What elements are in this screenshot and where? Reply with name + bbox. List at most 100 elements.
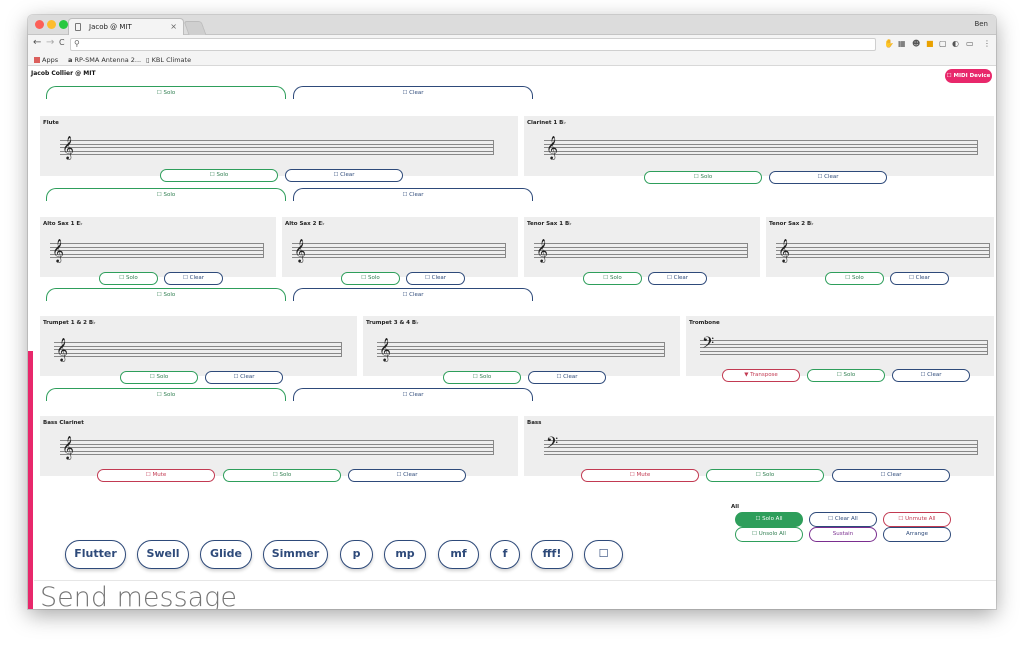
altosax2-solo-button[interactable]: ☐ Solo [341,272,400,285]
expression-simmer-button[interactable]: Simmer [263,540,328,569]
trumpet34-solo-button[interactable]: ☐ Solo [443,371,521,384]
flute-clear-button[interactable]: ☐ Clear [285,169,403,182]
trumpet12-solo-button[interactable]: ☐ Solo [120,371,198,384]
trumpet34-clear-button[interactable]: ☐ Clear [528,371,606,384]
reload-icon[interactable]: C [59,38,65,47]
staff[interactable] [776,243,990,258]
close-tab-icon[interactable]: × [170,22,177,31]
dynamic-f-button[interactable]: f [490,540,520,569]
instrument-name: Tenor Sax 2 B♭ [769,221,814,227]
bookmark-kbl-label: KBL Climate [151,56,192,64]
panel-tenorsax1: Tenor Sax 1 B♭ 𝄞 ☐ Solo ☐ Clear [524,217,760,285]
clarinet-clear-button[interactable]: ☐ Clear [769,171,887,184]
bookmark-rp-sma[interactable]: a RP-SMA Antenna 2... [68,56,141,64]
profile-name[interactable]: Ben [974,20,988,28]
trombone-solo-button[interactable]: ☐ Solo [807,369,885,382]
group3-clear-button[interactable]: ☐ Clear [293,288,533,301]
tenorsax2-solo-button[interactable]: ☐ Solo [825,272,884,285]
accent-bar [28,351,33,609]
trombone-clear-button[interactable]: ☐ Clear [892,369,970,382]
group4-clear-button[interactable]: ☐ Clear [293,388,533,401]
maximize-window-button[interactable] [59,20,68,29]
trumpet12-clear-button[interactable]: ☐ Clear [205,371,283,384]
panel-trumpet34: Trumpet 3 & 4 B♭ 𝄞 ☐ Solo ☐ Clear [363,316,680,384]
dynamic-p-button[interactable]: p [340,540,373,569]
staff[interactable] [60,440,494,455]
browser-tab[interactable]: Jacob @ MIT × [68,18,184,35]
unmute-all-button[interactable]: ☐ Unmute All [883,512,951,527]
trombone-transpose-button[interactable]: ▼ Transpose [722,369,800,382]
solo-all-button[interactable]: ☐ Solo All [735,512,803,527]
extension-grid-icon[interactable]: ▦ [898,39,906,48]
send-message-input[interactable] [40,585,640,609]
expression-glide-button[interactable]: Glide [200,540,252,569]
tenorsax1-solo-button[interactable]: ☐ Solo [583,272,642,285]
midi-device-button[interactable]: ☐ MIDI Device [945,69,992,83]
address-bar[interactable]: ⚲ [70,38,876,51]
group1-clear-button[interactable]: ☐ Clear [293,86,533,99]
altosax1-clear-button[interactable]: ☐ Clear [164,272,223,285]
bassclarinet-mute-button[interactable]: ☐ Mute [97,469,215,482]
sustain-button[interactable]: Sustain [809,527,877,542]
group2-solo-button[interactable]: ☐ Solo [46,188,286,201]
panel-tenorsax2: Tenor Sax 2 B♭ 𝄞 ☐ Solo ☐ Clear [766,217,994,285]
new-tab-button[interactable] [183,21,207,35]
treble-clef-icon: 𝄞 [546,135,558,159]
bassclarinet-solo-button[interactable]: ☐ Solo [223,469,341,482]
app-content: Jacob Collier @ MIT ☐ MIDI Device ☐ Solo… [28,66,996,609]
arrange-button[interactable]: Arrange [883,527,951,542]
bookmarks-bar: Apps a RP-SMA Antenna 2... ▯ KBL Climate [28,54,996,66]
close-window-button[interactable] [35,20,44,29]
group4-solo-button[interactable]: ☐ Solo [46,388,286,401]
staff[interactable] [700,340,988,355]
bass-solo-button[interactable]: ☐ Solo [706,469,824,482]
dynamic-fff-button[interactable]: fff! [531,540,573,569]
extension-face-icon[interactable]: ☻ [912,39,921,48]
clarinet-solo-button[interactable]: ☐ Solo [644,171,762,184]
treble-clef-icon: 𝄞 [294,238,306,262]
extension-hand-icon[interactable]: ✋ [884,39,894,48]
staff[interactable] [377,342,665,357]
stop-button[interactable]: ☐ [584,540,623,569]
group2-clear-button[interactable]: ☐ Clear [293,188,533,201]
staff[interactable] [60,140,494,155]
altosax2-clear-button[interactable]: ☐ Clear [406,272,465,285]
flute-solo-button[interactable]: ☐ Solo [160,169,278,182]
extension-cast-icon[interactable]: ▭ [966,39,974,48]
staff[interactable] [50,243,264,258]
bass-clear-button[interactable]: ☐ Clear [832,469,950,482]
staff[interactable] [544,440,978,455]
treble-clef-icon: 𝄞 [62,435,74,459]
staff[interactable] [292,243,506,258]
extension-folder-icon[interactable]: ■ [926,39,934,48]
extension-d-icon[interactable]: ◐ [952,39,959,48]
search-icon: ⚲ [74,39,80,48]
staff[interactable] [54,342,342,357]
staff[interactable] [534,243,748,258]
instrument-name: Clarinet 1 B♭ [527,120,566,126]
expression-swell-button[interactable]: Swell [137,540,189,569]
group1-solo-button[interactable]: ☐ Solo [46,86,286,99]
bookmark-kbl[interactable]: ▯ KBL Climate [146,56,191,64]
extension-box-icon[interactable]: ▢ [939,39,947,48]
treble-clef-icon: 𝄞 [536,238,548,262]
minimize-window-button[interactable] [47,20,56,29]
clear-all-button[interactable]: ☐ Clear All [809,512,877,527]
unsolo-all-button[interactable]: ☐ Unsolo All [735,527,803,542]
bookmark-apps[interactable]: Apps [34,56,58,64]
tenorsax1-clear-button[interactable]: ☐ Clear [648,272,707,285]
bassclarinet-clear-button[interactable]: ☐ Clear [348,469,466,482]
dynamic-mf-button[interactable]: mf [438,540,479,569]
menu-icon[interactable]: ⋮ [983,39,991,48]
group3-solo-button[interactable]: ☐ Solo [46,288,286,301]
back-icon[interactable]: ← [33,37,42,48]
staff[interactable] [544,140,978,155]
forward-icon[interactable]: → [46,37,55,48]
panel-trumpet12: Trumpet 1 & 2 B♭ 𝄞 ☐ Solo ☐ Clear [40,316,357,384]
bass-mute-button[interactable]: ☐ Mute [581,469,699,482]
tab-bar: Jacob @ MIT × Ben [28,15,996,35]
dynamic-mp-button[interactable]: mp [384,540,426,569]
expression-flutter-button[interactable]: Flutter [65,540,126,569]
altosax1-solo-button[interactable]: ☐ Solo [99,272,158,285]
tenorsax2-clear-button[interactable]: ☐ Clear [890,272,949,285]
